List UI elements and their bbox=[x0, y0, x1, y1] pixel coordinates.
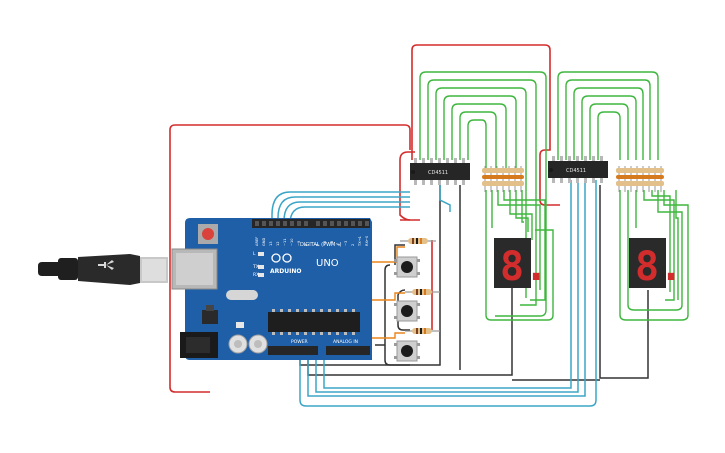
power-header-label: POWER bbox=[291, 339, 308, 345]
resistor bbox=[400, 238, 436, 244]
voltage-regulator bbox=[202, 310, 218, 324]
pin-label: ~3 bbox=[344, 241, 348, 246]
push-button-2[interactable] bbox=[394, 300, 420, 322]
resistor-bank-right bbox=[616, 166, 664, 192]
arduino-logo bbox=[271, 253, 292, 263]
pin-label: ~10 bbox=[290, 238, 294, 246]
pin-label: 7 bbox=[316, 244, 320, 246]
led-rx-label: RX bbox=[253, 272, 259, 278]
arduino-uno-board[interactable]: DIGITAL (PWM~) ARDUINO UNO POWER ANALOG … bbox=[171, 218, 372, 360]
segment-wires-left bbox=[419, 71, 554, 321]
power-pin-header[interactable] bbox=[268, 346, 318, 355]
model-label: UNO bbox=[316, 258, 339, 269]
decoder-chip-1[interactable]: CD4511 bbox=[410, 158, 470, 185]
brand-label: ARDUINO bbox=[270, 268, 301, 275]
push-button-1[interactable] bbox=[394, 256, 420, 278]
pin-label: 12 bbox=[276, 241, 280, 246]
pin-label: TX→1 bbox=[358, 236, 362, 247]
pin-label: 2 bbox=[351, 244, 355, 246]
power-wires bbox=[169, 44, 560, 393]
led-l-label: L bbox=[253, 251, 256, 257]
pin-label: 13 bbox=[269, 241, 273, 246]
resistor-bank-left bbox=[482, 166, 524, 192]
led-tx-label: TX bbox=[252, 264, 259, 270]
crystal bbox=[226, 290, 258, 300]
display-1-digit: 8. bbox=[500, 244, 548, 290]
decoder-2-label: CD4511 bbox=[566, 168, 586, 174]
pin-label: RX←0 bbox=[365, 235, 369, 246]
decoder-1-label: CD4511 bbox=[428, 170, 448, 176]
digital-pin-header[interactable] bbox=[252, 219, 370, 228]
display-2-digit: 8. bbox=[635, 244, 683, 290]
pin-label: ~6 bbox=[323, 240, 327, 246]
segment-wires-right bbox=[557, 71, 689, 321]
button-resistors bbox=[400, 238, 440, 334]
decoder-chip-2[interactable]: CD4511 bbox=[548, 156, 608, 183]
pin-label: ~9 bbox=[297, 240, 301, 246]
resistor bbox=[405, 328, 440, 334]
microcontroller-chip bbox=[268, 312, 360, 332]
pin-label: ~11 bbox=[283, 238, 287, 246]
analog-pin-header[interactable] bbox=[326, 346, 370, 355]
pin-label: AREF bbox=[255, 237, 259, 246]
pin-label: GND bbox=[262, 238, 266, 246]
pin-label: ~5 bbox=[330, 241, 334, 246]
resistor bbox=[405, 289, 440, 295]
analog-header-label: ANALOG IN bbox=[333, 339, 358, 345]
push-button-3[interactable] bbox=[394, 340, 420, 362]
usb-cable bbox=[38, 254, 168, 285]
pin-label: 4 bbox=[337, 243, 341, 246]
pin-label: 8 bbox=[304, 243, 308, 246]
digital-header-label: DIGITAL (PWM~) bbox=[300, 242, 342, 248]
seven-segment-display-2[interactable]: 8. bbox=[629, 238, 683, 290]
seven-segment-display-1[interactable]: 8. bbox=[494, 238, 548, 290]
